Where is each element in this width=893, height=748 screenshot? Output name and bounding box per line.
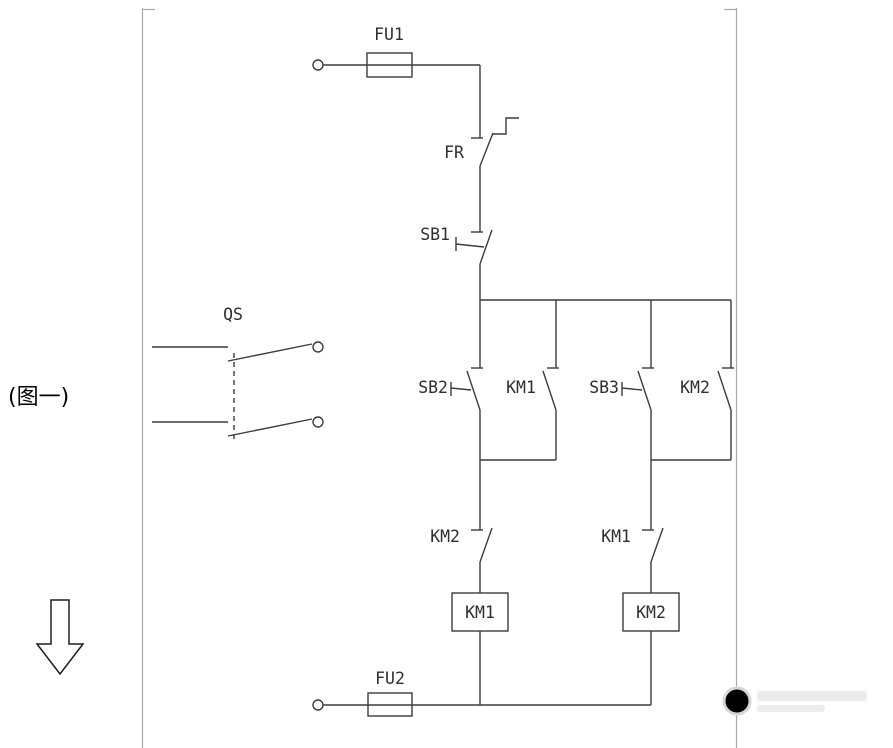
sb1-label: SB1 bbox=[420, 225, 450, 244]
down-arrow-icon bbox=[35, 599, 85, 676]
terminal-circle bbox=[312, 699, 324, 711]
km2-coil: KM2 bbox=[622, 592, 680, 705]
km1-coil: KM1 bbox=[451, 592, 509, 705]
fu2-label: FU2 bbox=[375, 669, 405, 688]
km1-interlock-contact: KM1 bbox=[601, 460, 664, 593]
page-border bbox=[141, 8, 738, 748]
terminal-circle bbox=[312, 341, 324, 353]
fuse-fu2: FU2 bbox=[312, 669, 651, 717]
km2-interlock-contact: KM2 bbox=[430, 460, 493, 593]
terminal-circle bbox=[312, 59, 324, 71]
sb2-label: SB2 bbox=[418, 378, 448, 397]
km2-coil-label: KM2 bbox=[636, 603, 666, 622]
km2-aux-label: KM2 bbox=[680, 378, 710, 397]
km1-interlock-label: KM1 bbox=[601, 527, 631, 546]
fu1-label: FU1 bbox=[374, 25, 404, 44]
terminal-circle bbox=[312, 416, 324, 428]
fr-label: FR bbox=[444, 143, 464, 162]
km2-aux-contact: KM2 bbox=[651, 300, 734, 461]
figure-caption: (图一) bbox=[8, 385, 69, 410]
start-button-sb2: SB2 bbox=[418, 300, 483, 460]
sb3-label: SB3 bbox=[589, 378, 619, 397]
km1-aux-contact: KM1 bbox=[480, 300, 559, 461]
thermal-relay-fr-contact: FR bbox=[444, 117, 519, 167]
start-button-sb3: SB3 bbox=[589, 300, 654, 460]
qs-label: QS bbox=[223, 305, 243, 324]
km1-aux-label: KM1 bbox=[506, 378, 536, 397]
fuse-fu1: FU1 bbox=[312, 25, 480, 78]
km2-interlock-label: KM2 bbox=[430, 527, 460, 546]
km1-coil-label: KM1 bbox=[465, 603, 495, 622]
isolator-switch-qs: QS bbox=[152, 305, 324, 440]
watermark bbox=[722, 686, 867, 716]
stop-button-sb1: SB1 bbox=[420, 225, 493, 265]
